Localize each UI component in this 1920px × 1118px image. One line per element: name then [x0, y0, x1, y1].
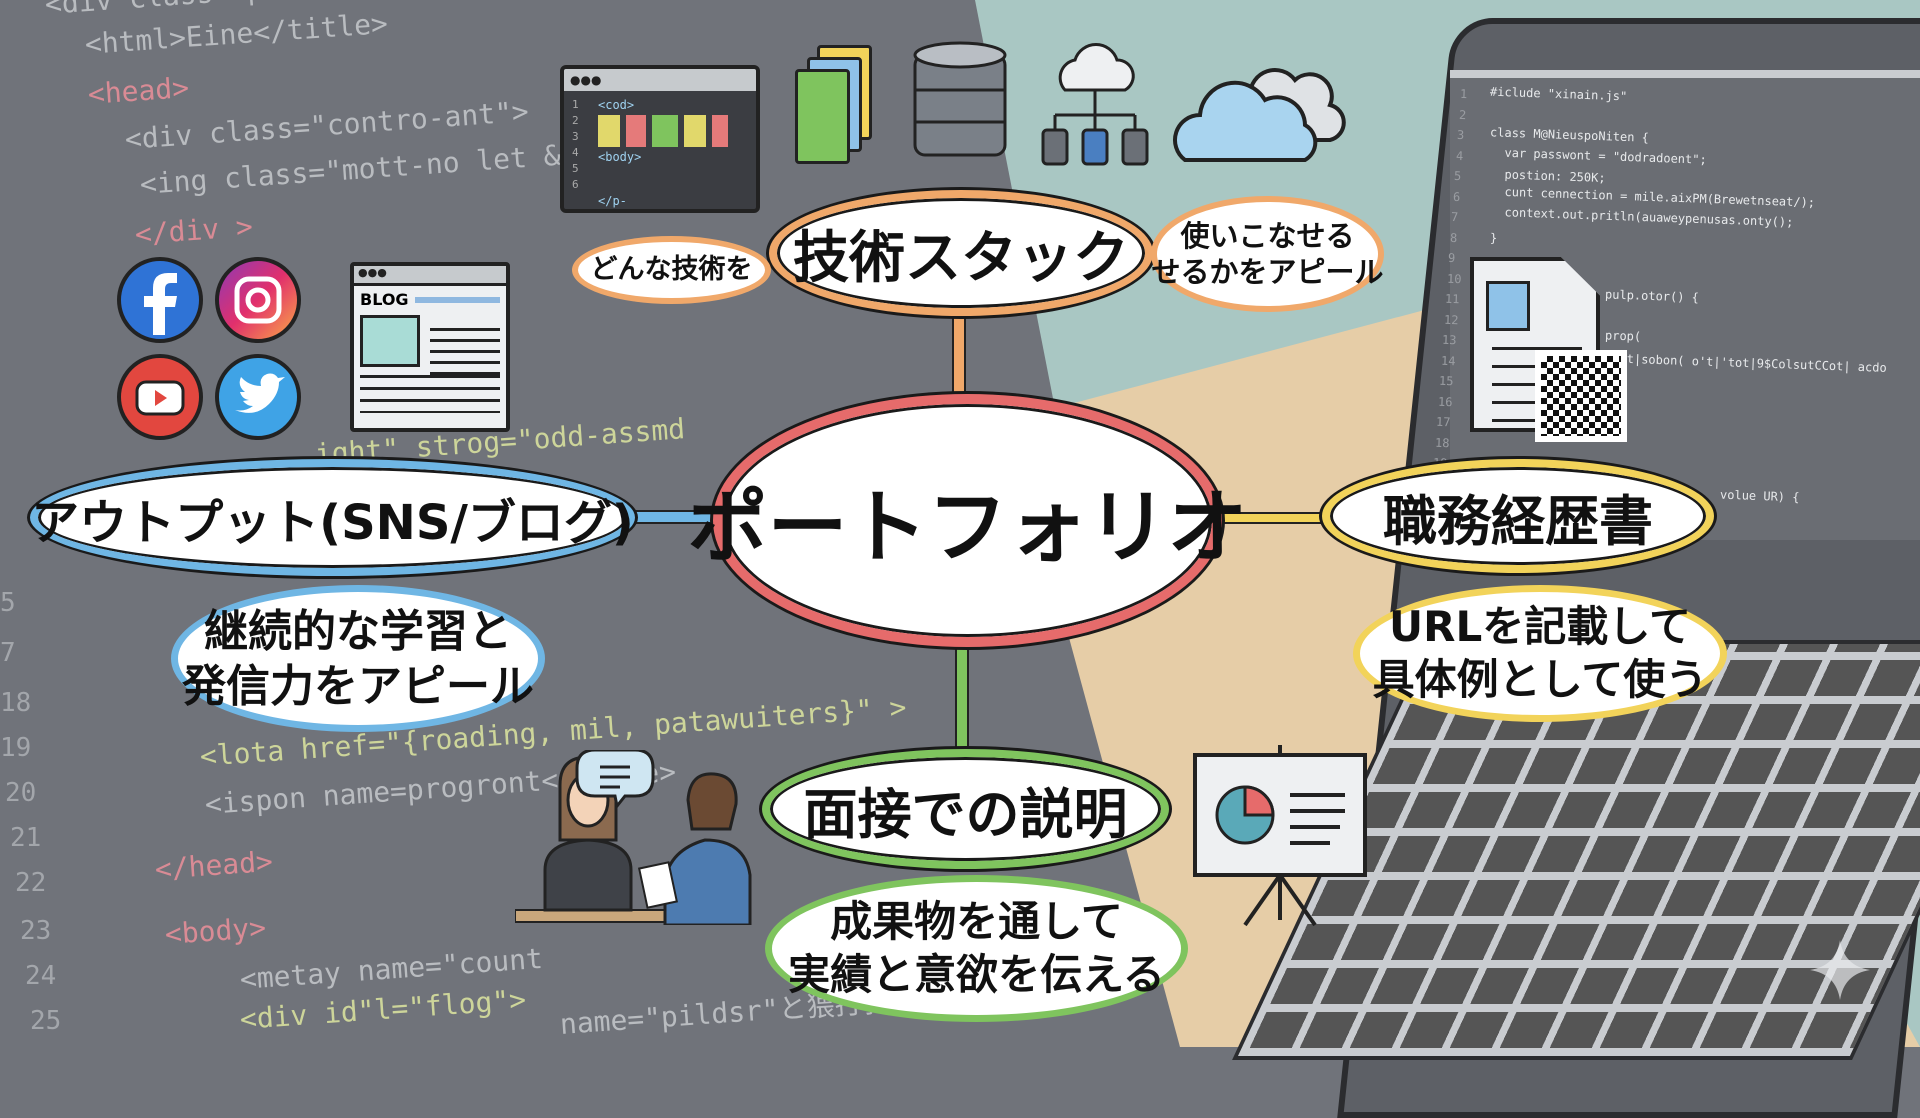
line-number: 18 — [0, 688, 32, 718]
laptop-line-number: 9 — [1447, 250, 1456, 266]
line-number: 23 — [20, 916, 52, 946]
code-text: </p- — [598, 194, 627, 208]
documents-icon — [795, 45, 875, 165]
cloud-icon — [1173, 68, 1346, 162]
laptop-line-number: 5 — [1453, 168, 1462, 184]
blog-window-icon: ●●● BLOG — [350, 262, 510, 432]
line-number: 21 — [10, 823, 42, 853]
laptop-line-number: 14 — [1440, 353, 1456, 368]
line-number: 22 — [15, 868, 47, 898]
branch-tech-stack: 技術スタック — [769, 190, 1153, 316]
line-number: 5 — [572, 162, 579, 175]
laptop-code-line: } — [1489, 230, 1498, 245]
note-text: 成果物を通して — [830, 897, 1123, 946]
laptop-code-line: volue UR) { — [1719, 487, 1800, 505]
qr-code-icon — [1535, 350, 1627, 442]
code-text: <body> — [598, 150, 642, 164]
note-text: 使いこなせる — [1180, 218, 1355, 253]
laptop-line-number: 18 — [1434, 435, 1450, 450]
branch-label: 面接での説明 — [803, 782, 1128, 846]
laptop-line-number: 2 — [1458, 107, 1466, 122]
laptop-line-number: 17 — [1435, 414, 1451, 430]
twitter-icon — [215, 354, 301, 440]
center-node: ポートフォリオ — [688, 394, 1248, 647]
connector-interview — [955, 640, 969, 755]
connector-tech — [952, 312, 966, 402]
line-number: 7 — [0, 638, 16, 668]
note-text: 継続的な学習と — [204, 605, 512, 657]
resume-note: URLを記載して具体例として使う — [1353, 585, 1727, 722]
laptop-line-number: 8 — [1449, 230, 1457, 245]
database-icon — [913, 41, 1007, 157]
blog-label: BLOG — [360, 290, 409, 309]
laptop-line-number: 1 — [1459, 86, 1468, 102]
instagram-icon — [215, 257, 301, 343]
line-number: 5 — [0, 588, 16, 618]
laptop-line-number: 7 — [1450, 209, 1459, 225]
note-text: 発信力をアピール — [182, 660, 534, 712]
branch-interview: 面接での説明 — [762, 749, 1169, 869]
bg-code-line: </head> — [153, 844, 274, 886]
note-text: せるかをアピール — [1151, 255, 1384, 289]
bg-code-line: <head> — [86, 70, 191, 111]
presentation-chart-icon — [1193, 745, 1367, 927]
laptop-line-number: 13 — [1441, 332, 1457, 348]
branch-output: アウトプット(SNS/ブログ) — [30, 459, 635, 576]
line-number: 2 — [572, 114, 579, 127]
line-number: 6 — [572, 178, 579, 191]
interview-people-icon — [515, 750, 752, 925]
interview-note: 成果物を通して実績と意欲を伝える — [765, 875, 1188, 1022]
tech-note-left: どんな技術を — [572, 236, 771, 304]
branch-label: 職務経歴書 — [1383, 489, 1653, 553]
line-number: 19 — [0, 733, 32, 763]
laptop-line-number: 6 — [1452, 189, 1460, 204]
bg-code-line: </div > — [133, 209, 254, 251]
line-number: 25 — [30, 1006, 62, 1036]
youtube-icon — [117, 354, 203, 440]
branch-label: 技術スタック — [793, 225, 1129, 291]
laptop-line-number: 12 — [1443, 312, 1459, 327]
center-label: ポートフォリオ — [687, 480, 1248, 574]
code-text: <cod> — [598, 98, 635, 112]
laptop-line-number: 11 — [1444, 291, 1460, 307]
laptop-line-number: 16 — [1437, 394, 1453, 409]
bg-code-line: <html>Eine</title> — [83, 6, 389, 61]
line-number: 3 — [572, 130, 579, 143]
output-note: 継続的な学習と発信力をアピール — [171, 585, 545, 732]
laptop-line-number: 4 — [1455, 148, 1463, 163]
branch-label: アウトプット(SNS/ブログ) — [31, 494, 634, 551]
line-number: 20 — [5, 778, 37, 808]
line-number: 1 — [572, 98, 579, 111]
cloud-network-icon — [1041, 43, 1149, 166]
branch-resume: 職務経歴書 — [1322, 459, 1714, 573]
note-text: 実績と意欲を伝える — [788, 949, 1165, 999]
laptop-line-number: 10 — [1446, 271, 1462, 286]
note-text: どんな技術を — [590, 254, 753, 286]
laptop-line-number: 3 — [1456, 127, 1465, 143]
laptop-code-line: prop( — [1604, 328, 1642, 344]
note-text: 具体例として使う — [1372, 654, 1708, 704]
bg-code-line: <body> — [163, 910, 268, 951]
line-number: 4 — [572, 146, 579, 159]
laptop-line-number: 15 — [1438, 373, 1454, 389]
tech-note-right: 使いこなせるせるかをアピール — [1151, 196, 1384, 312]
facebook-icon — [117, 257, 203, 343]
line-number: 24 — [25, 961, 57, 991]
note-text: URLを記載して — [1389, 602, 1691, 651]
sparkle-icon — [1810, 940, 1870, 1000]
